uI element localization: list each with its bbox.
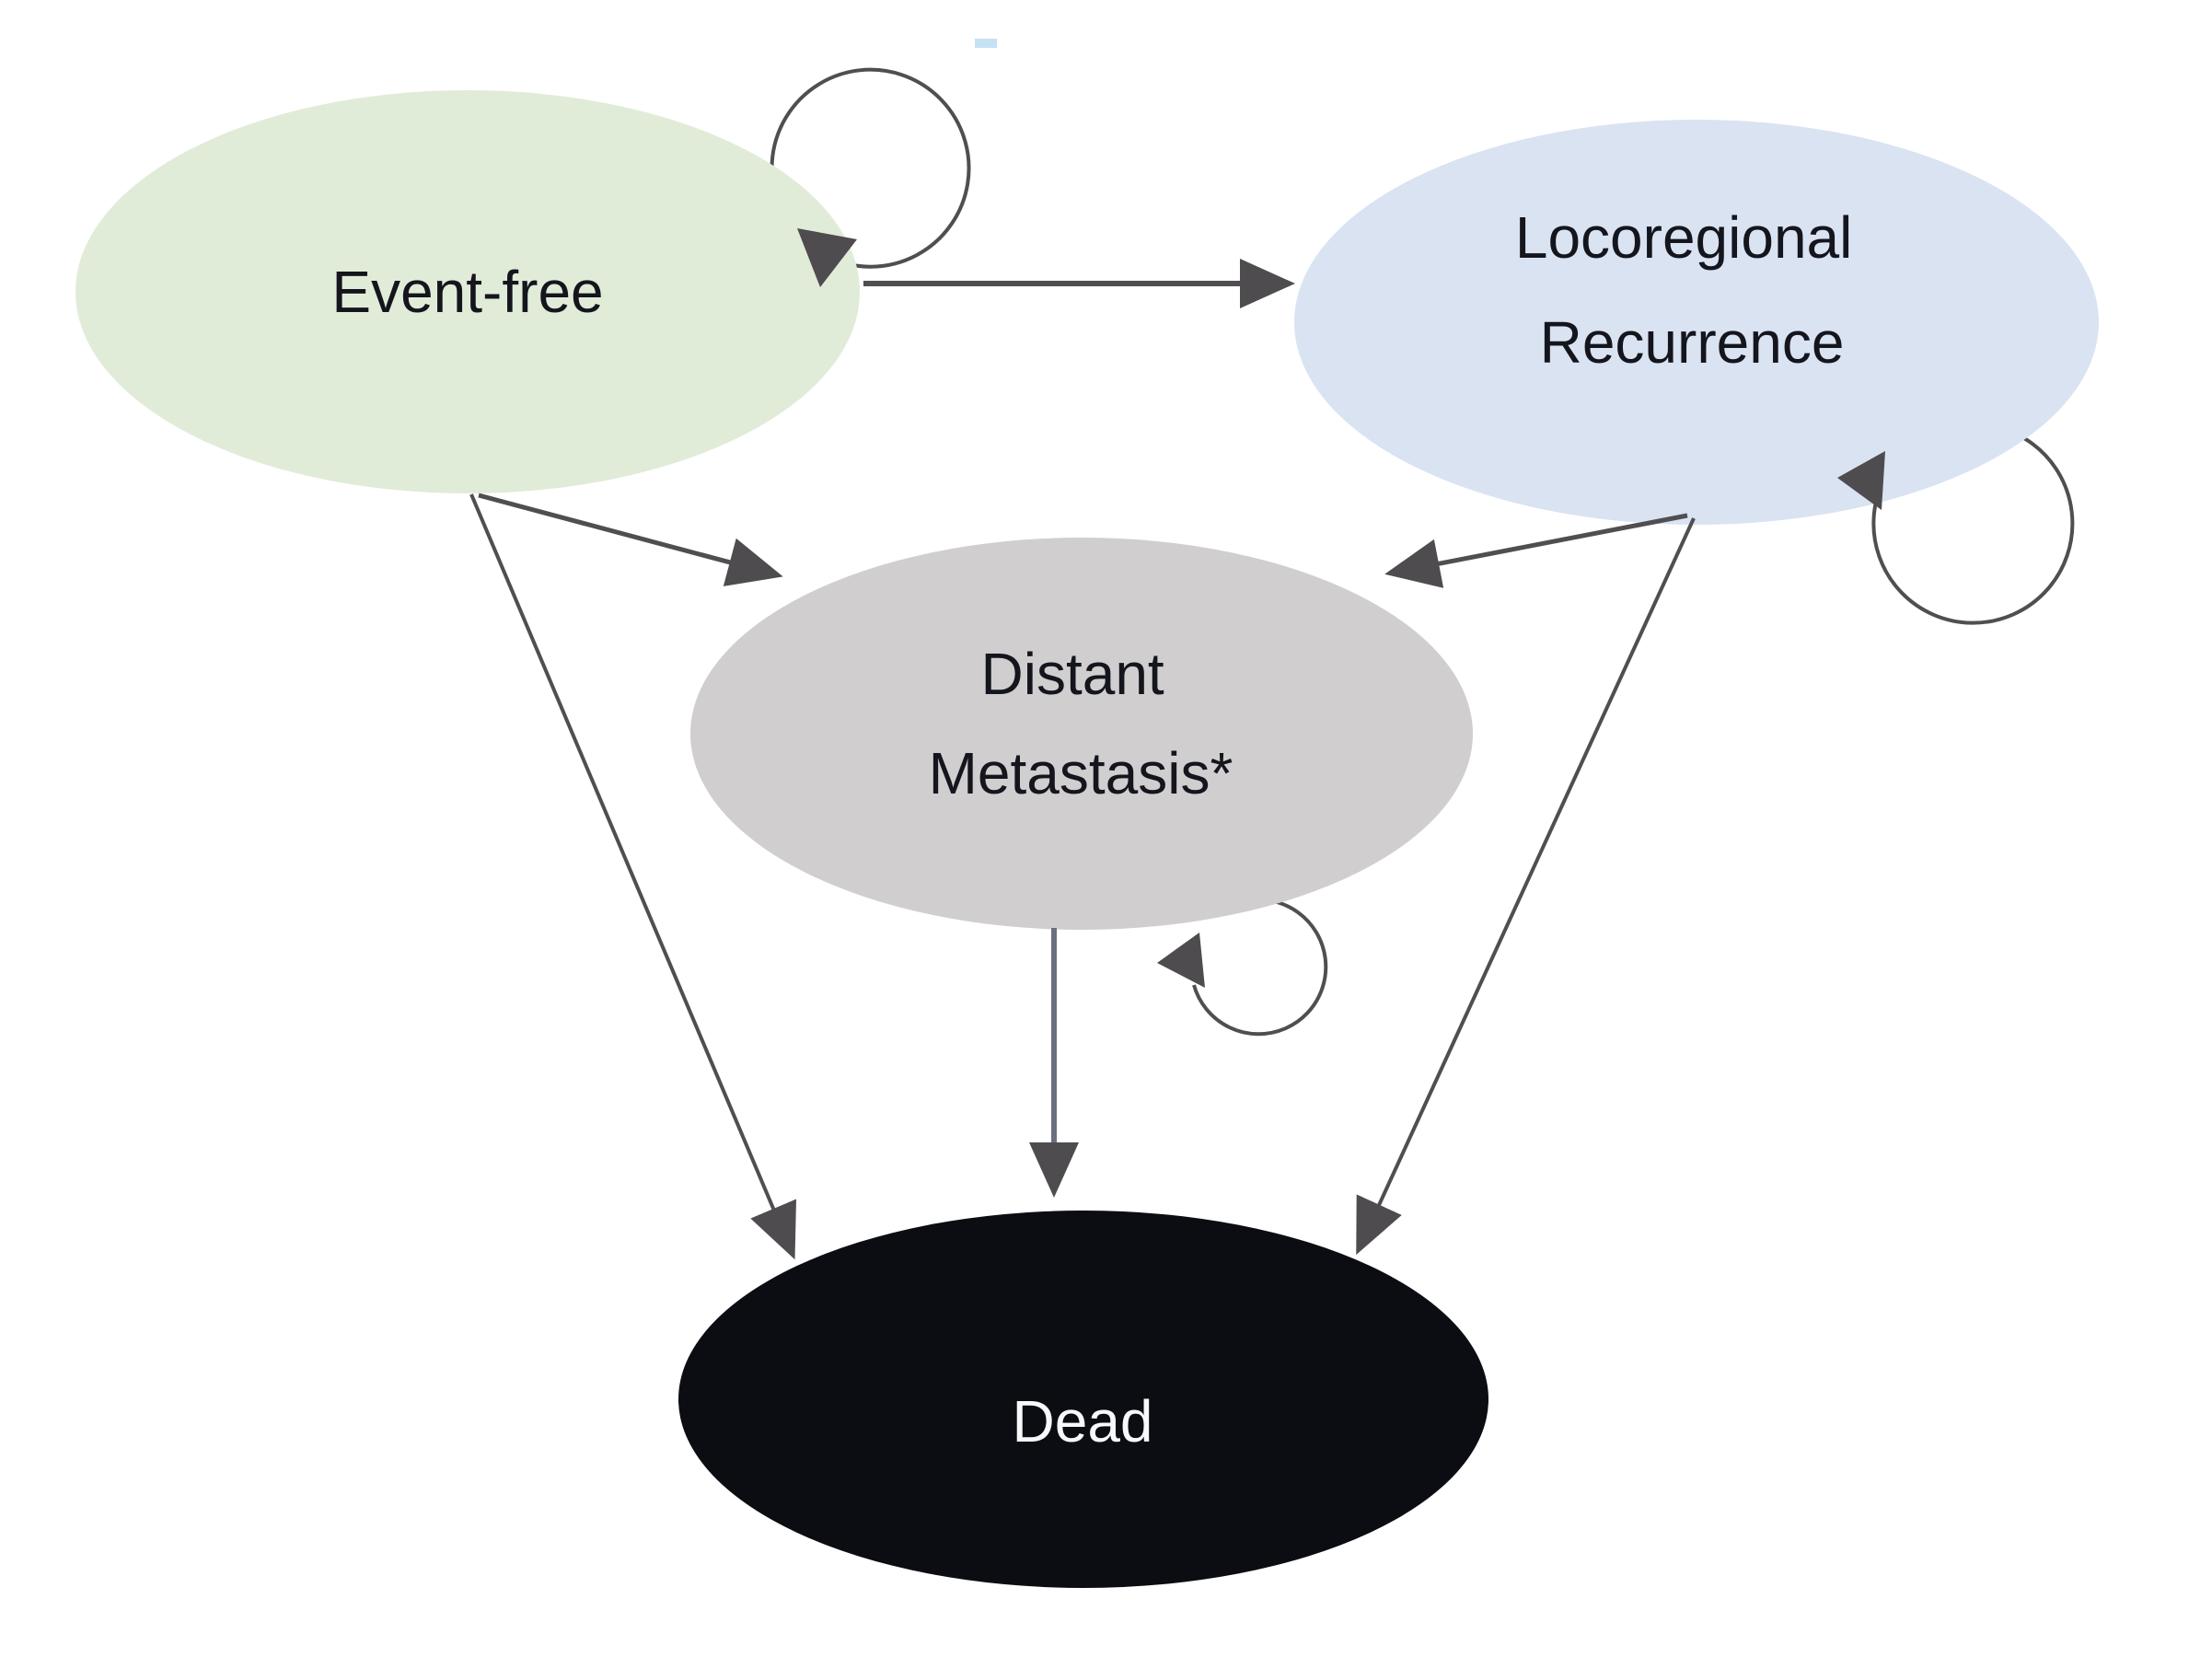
self-loop-arrowheads [797, 228, 1885, 988]
node-locoregional-recurrence [1294, 120, 2099, 525]
edge-event-free-to-dead [469, 493, 797, 1260]
edge-distant-metastasis-self-loop [1192, 898, 1328, 1037]
arrowhead-icon [797, 228, 857, 287]
node-label-distant-metastasis: Distant Metastasis* [929, 641, 1233, 806]
edge-event-free-self-loop [770, 67, 971, 269]
node-label-locoregional-recurrence: Locoregional Recurrence [1515, 204, 1869, 376]
edge-locoregional-to-dead [1356, 517, 1696, 1256]
node-dead [678, 1211, 1488, 1588]
arrowhead-icon [1157, 933, 1205, 988]
edge-locoregional-self-loop [1871, 425, 2075, 625]
node-label-line: Recurrence [1540, 309, 1845, 376]
node-label-line: Distant [981, 641, 1164, 707]
edge-event-free-to-distant-metastasis [478, 492, 783, 586]
transition-arrows [469, 259, 1696, 1260]
node-event-free [75, 90, 860, 493]
node-label-line: Locoregional [1515, 204, 1853, 271]
node-label-event-free: Event-free [331, 259, 603, 325]
node-label-line: Metastasis* [929, 740, 1233, 806]
arrowhead-icon [1837, 451, 1885, 510]
node-distant-metastasis [690, 538, 1473, 930]
artifact-dash [975, 39, 997, 48]
node-label-dead: Dead [1013, 1388, 1153, 1454]
edge-locoregional-to-distant-metastasis [1384, 513, 1688, 588]
